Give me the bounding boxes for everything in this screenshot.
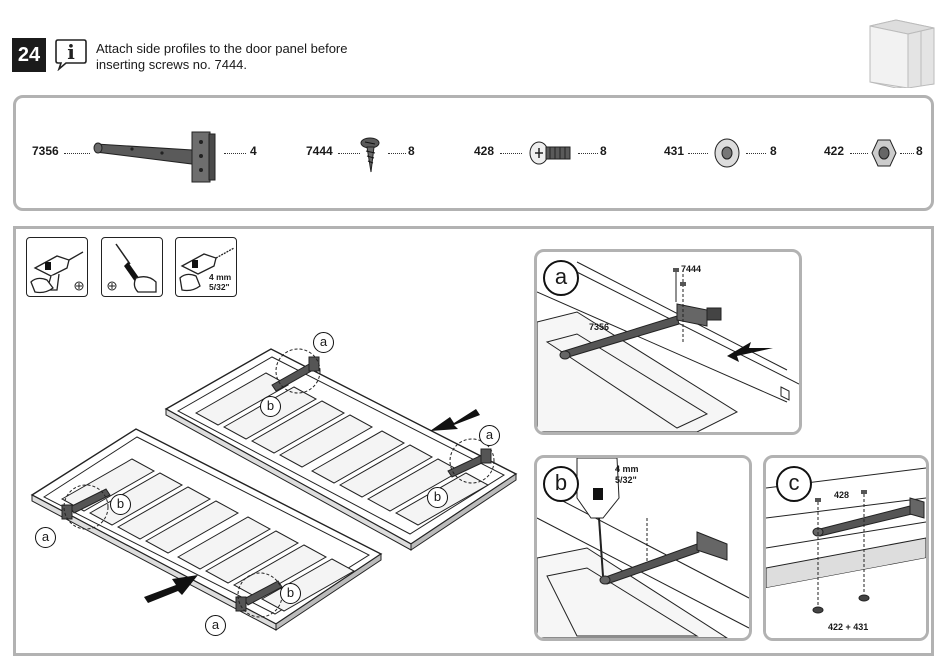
- part-number: 7444: [306, 144, 333, 158]
- part-quantity: 8: [916, 144, 923, 158]
- part-number: 431: [664, 144, 684, 158]
- instruction-line-2: inserting screws no. 7444.: [96, 57, 426, 73]
- detail-c: c 428 422 + 431: [763, 455, 929, 641]
- door-panels-drawing: [26, 329, 526, 649]
- dot-leader: [850, 153, 868, 154]
- detail-b-letter: b: [543, 466, 579, 502]
- part-quantity: 4: [250, 144, 257, 158]
- svg-text:i: i: [67, 40, 75, 64]
- parts-list: 7356 4 7444 8 428: [13, 95, 934, 211]
- detail-a-letter: a: [543, 260, 579, 296]
- tool-drill-bit: 4 mm 5/32": [175, 237, 237, 297]
- dot-leader: [900, 153, 914, 154]
- part-428: 428 8: [470, 98, 620, 208]
- part-number: 7356: [32, 144, 59, 158]
- dot-leader: [746, 153, 766, 154]
- shed-thumbnail: [866, 16, 938, 88]
- dot-leader: [688, 153, 708, 154]
- label-bit-size: 4 mm 5/32": [615, 464, 639, 486]
- part-431: 431 8: [660, 98, 790, 208]
- dot-leader: [64, 153, 90, 154]
- dot-leader: [500, 153, 522, 154]
- label-bolt-428: 428: [834, 490, 849, 500]
- callout-b: b: [427, 487, 448, 508]
- part-7356: 7356 4: [26, 98, 266, 208]
- label-hinge-7356: 7356: [589, 322, 609, 332]
- part-number: 422: [824, 144, 844, 158]
- instruction-line-1: Attach side profiles to the door panel b…: [96, 41, 426, 57]
- part-quantity: 8: [600, 144, 607, 158]
- direction-arrow: [144, 575, 198, 603]
- callout-a: a: [479, 425, 500, 446]
- dot-leader: [338, 153, 360, 154]
- t-hinge-icon: [92, 128, 222, 184]
- drill-phillips-icon: [27, 238, 87, 296]
- dot-leader: [578, 153, 598, 154]
- part-7444: 7444 8: [302, 98, 432, 208]
- direction-arrow: [430, 409, 480, 431]
- bit-size-inch: 5/32": [209, 282, 231, 292]
- part-quantity: 8: [408, 144, 415, 158]
- label-bit-mm: 4 mm: [615, 464, 639, 475]
- callout-b: b: [280, 583, 301, 604]
- wood-screw-icon: [358, 136, 386, 176]
- part-422: 422 8: [820, 98, 932, 208]
- dot-leader: [224, 153, 246, 154]
- label-nut-washer: 422 + 431: [828, 622, 868, 632]
- callout-a: a: [35, 527, 56, 548]
- nut-icon: [870, 138, 898, 168]
- detail-b: b 4 mm 5/32": [534, 455, 752, 641]
- part-number: 428: [474, 144, 494, 158]
- instruction-text: Attach side profiles to the door panel b…: [96, 41, 426, 73]
- bolt-icon: [528, 138, 574, 168]
- screwdriver-phillips-icon: [102, 238, 162, 296]
- callout-b: b: [110, 494, 131, 515]
- label-screw-7444: 7444: [681, 264, 701, 274]
- tool-screwdriver: [101, 237, 163, 297]
- dot-leader: [388, 153, 406, 154]
- callout-a: a: [205, 615, 226, 636]
- assembly-area: 4 mm 5/32": [13, 226, 934, 656]
- callout-a: a: [313, 332, 334, 353]
- detail-c-letter: c: [776, 466, 812, 502]
- step-number: 24: [12, 38, 46, 72]
- info-icon: i: [54, 37, 88, 71]
- bit-size-label: 4 mm 5/32": [209, 272, 231, 292]
- bit-size-mm: 4 mm: [209, 272, 231, 282]
- tool-drill: [26, 237, 88, 297]
- washer-icon: [712, 136, 742, 170]
- detail-a: a 7444 7356: [534, 249, 802, 435]
- callout-b: b: [260, 396, 281, 417]
- part-quantity: 8: [770, 144, 777, 158]
- label-bit-inch: 5/32": [615, 475, 639, 486]
